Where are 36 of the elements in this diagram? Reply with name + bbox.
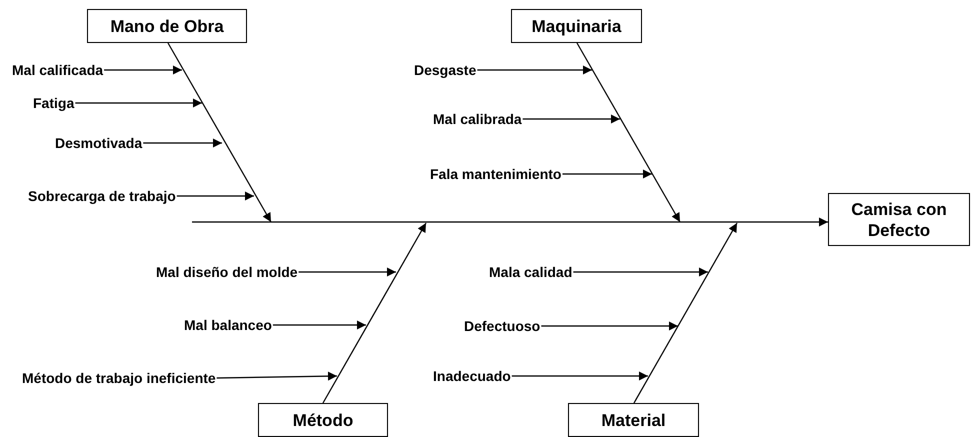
arrow: [522, 114, 620, 124]
cause-label: Mal calibrada: [433, 111, 522, 127]
cause-label: Mala calidad: [489, 264, 572, 280]
category-box: Mano de Obra: [87, 9, 247, 43]
category-box: Método: [258, 403, 388, 437]
arrow: [272, 320, 366, 330]
cause-label: Fala mantenimiento: [430, 166, 562, 182]
cause-label: Inadecuado: [433, 368, 511, 384]
arrow: [541, 322, 678, 330]
cause-label: Mal diseño del molde: [156, 264, 298, 280]
cause-label: Desmotivada: [55, 135, 142, 151]
arrow: [322, 222, 427, 404]
cause-label: Desgaste: [414, 62, 476, 78]
arrow: [176, 192, 254, 200]
category-box: Material: [568, 403, 699, 437]
arrow: [576, 42, 681, 222]
cause-label: Mal balanceo: [184, 317, 272, 333]
cause-label: Mal calificada: [12, 62, 104, 78]
arrow: [192, 218, 828, 226]
cause-label: Sobrecarga de trabajo: [28, 188, 176, 204]
effect-box: Camisa con Defecto: [828, 193, 970, 246]
arrow: [104, 66, 182, 74]
arrow: [216, 372, 338, 381]
arrow: [512, 372, 648, 380]
arrow: [477, 66, 592, 74]
cause-label: Fatiga: [33, 95, 74, 111]
arrow: [573, 268, 708, 276]
cause-label: Método de trabajo ineficiente: [22, 370, 216, 386]
arrow: [167, 42, 272, 222]
arrow: [143, 138, 222, 148]
arrow: [298, 268, 396, 276]
category-box: Maquinaria: [511, 9, 642, 43]
cause-label: Defectuoso: [464, 318, 540, 334]
arrow: [75, 98, 202, 108]
arrow: [562, 170, 652, 178]
arrow: [633, 222, 738, 404]
